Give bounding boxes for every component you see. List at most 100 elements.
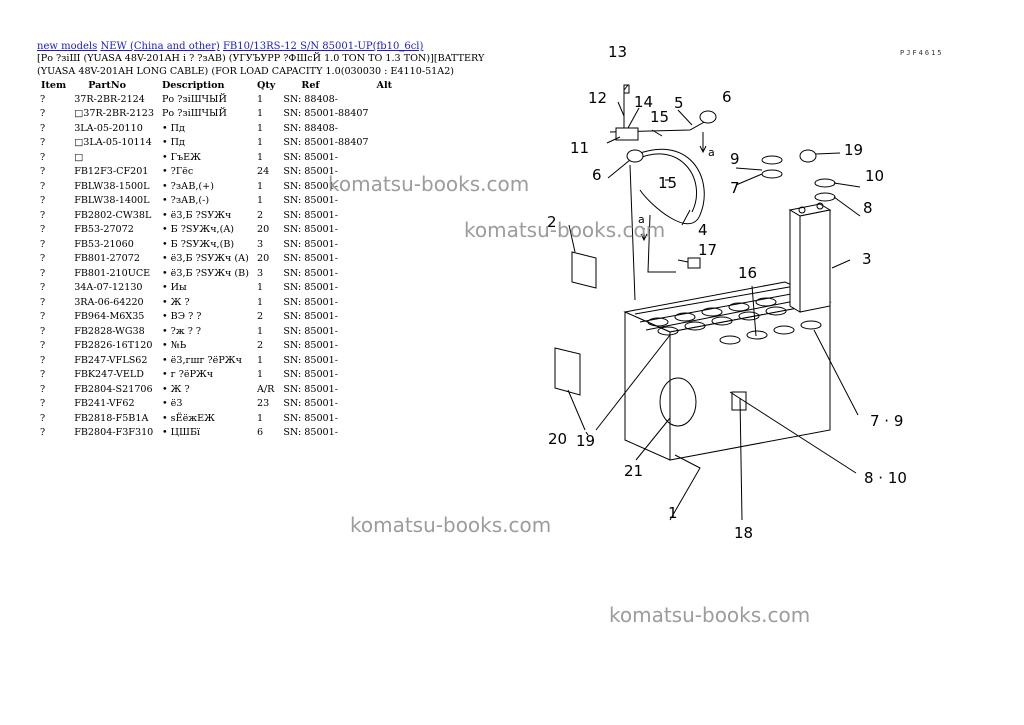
cell-item: ? [40, 354, 46, 366]
callout-18: 18 [734, 524, 753, 542]
cell-item: ? [40, 122, 46, 134]
cell-alt [373, 281, 397, 296]
cell-ref: SN: 85001-88407 [283, 137, 369, 149]
cell-ref: SN: 85001- [283, 296, 339, 308]
cell-description: • ?Гёс [161, 166, 194, 178]
cell-partno: FB2804-S21706 [74, 383, 153, 395]
cell-item: ? [40, 195, 46, 207]
cell-qty: 20 [256, 224, 270, 236]
cell-item: ? [40, 151, 46, 163]
callout-20: 20 [548, 430, 567, 448]
cell-description: • ?зАВ,(+) [161, 180, 214, 192]
callout-6-top: 6 [722, 88, 732, 106]
cell-alt [373, 121, 397, 136]
breadcrumb-link-model[interactable]: FB10/13RS-12 S/N 85001-UP(fb10_6cl) [222, 41, 424, 52]
cell-partno: FB247-VFLS62 [74, 354, 148, 366]
cell-description: • ?ж ? ? [161, 325, 202, 337]
cell-alt [373, 107, 397, 122]
table-header-row: Item PartNo Description Qty Ref Alt [37, 78, 396, 92]
cell-ref: SN: 85001- [283, 311, 339, 323]
cell-item: ? [40, 180, 46, 192]
cell-qty: 1 [256, 122, 264, 134]
cell-ref: SN: 85001- [283, 427, 339, 439]
cell-partno: FB2804-F3F310 [74, 427, 154, 439]
breadcrumb: new models NEW (China and other) FB10/13… [37, 40, 423, 53]
cell-qty: 3 [256, 267, 264, 279]
cell-description: • Ж ? [161, 296, 190, 308]
cell-partno: 3RA-06-64220 [74, 296, 144, 308]
parts-table: Item PartNo Description Qty Ref Alt ?37R… [37, 78, 396, 440]
cell-qty: 1 [256, 412, 264, 424]
col-ref: Ref [301, 79, 320, 91]
cell-qty: 1 [256, 282, 264, 294]
cell-item: ? [40, 108, 46, 120]
breadcrumb-link-region[interactable]: NEW (China and other) [100, 41, 220, 52]
cell-alt [373, 266, 397, 281]
cell-qty: 23 [256, 398, 270, 410]
cell-description: Ро ?зіШЧЫЙ [161, 108, 227, 120]
callout-17: 17 [698, 241, 717, 259]
arrow-label-a-top: a [708, 146, 715, 159]
callout-9: 9 [730, 150, 740, 168]
cell-partno: FBLW38-1500L [74, 180, 150, 192]
cell-ref: SN: 85001- [283, 195, 339, 207]
cell-item: ? [40, 383, 46, 395]
callout-7-9: 7 · 9 [870, 412, 903, 430]
cell-item: ? [40, 340, 46, 352]
cell-ref: SN: 85001- [283, 180, 339, 192]
cell-partno: FB801-210UCE [74, 267, 151, 279]
breadcrumb-link-new-models[interactable]: new models [37, 41, 98, 52]
callout-4: 4 [698, 221, 708, 239]
cell-partno: FBK247-VELD [74, 369, 144, 381]
callout-7: 7 [730, 179, 740, 197]
cell-qty: 1 [256, 195, 264, 207]
callout-12: 12 [588, 89, 607, 107]
callout-3: 3 [862, 250, 872, 268]
cell-item: ? [40, 253, 46, 265]
cell-description: • ЦШБї [161, 427, 201, 439]
callout-15-top: 15 [650, 108, 669, 126]
cell-alt [373, 353, 397, 368]
cell-item: ? [40, 325, 46, 337]
cell-alt [373, 295, 397, 310]
cell-qty: 2 [256, 340, 264, 352]
cell-qty: 3 [256, 238, 264, 250]
page-title: [Ро ?зіШ (YUASA 48V-201AH і ? ?зАВ) (УГУ… [37, 53, 485, 77]
watermark-2: komatsu-books.com [464, 218, 666, 242]
cell-item: ? [40, 427, 46, 439]
cell-ref: SN: 85001- [283, 412, 339, 424]
cell-partno: FB964-M6X35 [74, 311, 145, 323]
cell-partno: FB53-21060 [74, 238, 134, 250]
cell-description: • Ж ? [161, 383, 190, 395]
callout-15-mid: 15 [658, 174, 677, 192]
cell-qty: 2 [256, 209, 264, 221]
col-partno: PartNo [88, 79, 127, 91]
cell-description: Ро ?зіШЧЫЙ [161, 93, 227, 105]
cell-partno: FB53-27072 [74, 224, 134, 236]
cell-ref: SN: 88408- [283, 122, 339, 134]
cell-qty: 2 [256, 311, 264, 323]
cell-qty: 1 [256, 369, 264, 381]
cell-alt [373, 426, 397, 441]
callout-labels: 1 2 3 4 5 6 6 7 7 · 9 8 8 · 10 9 10 11 1… [547, 43, 907, 542]
cell-partno: □37R-2BR-2123 [74, 108, 154, 120]
callout-13: 13 [608, 43, 627, 61]
cell-partno: FB12F3-CF201 [74, 166, 149, 178]
cell-partno: FB2828-WG38 [74, 325, 145, 337]
cell-qty: 1 [256, 296, 264, 308]
cell-qty: 1 [256, 151, 264, 163]
